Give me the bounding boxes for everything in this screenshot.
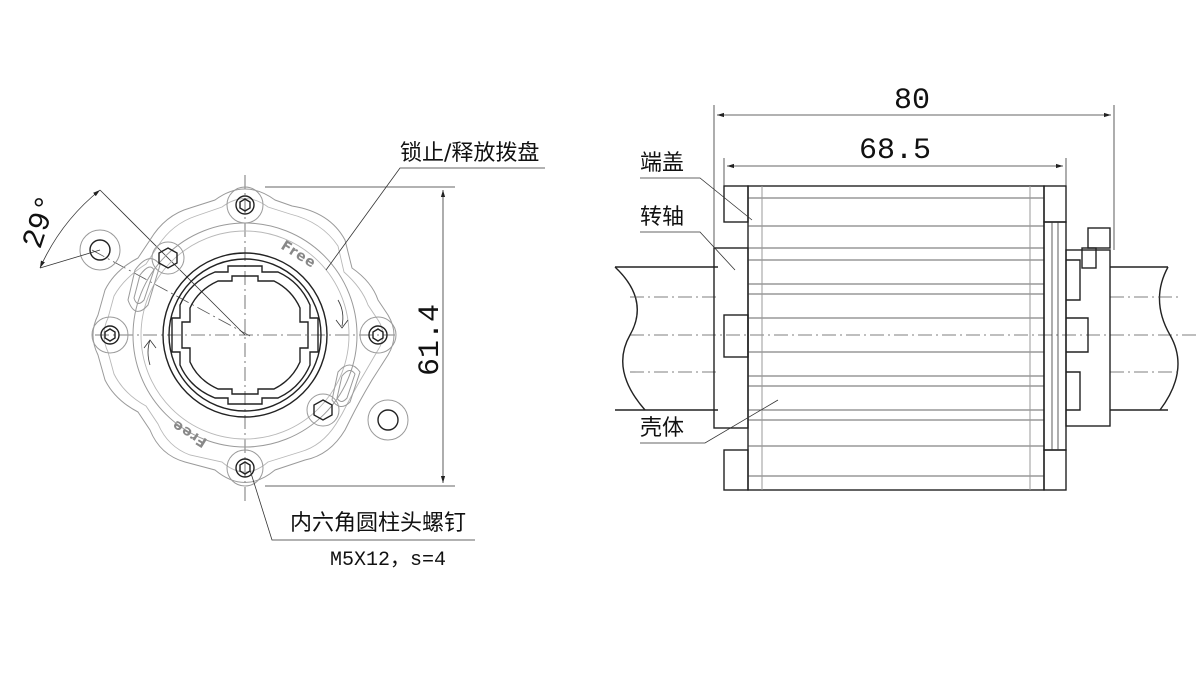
housing-ribs bbox=[748, 186, 1044, 490]
dial-ring-inner bbox=[168, 258, 322, 412]
angle-dimension-arc bbox=[39, 189, 101, 269]
right-mechanism bbox=[1043, 221, 1111, 451]
lock-dial-leader bbox=[325, 167, 545, 271]
end-cap-label: 端盖 bbox=[640, 151, 684, 176]
right-slot-inner bbox=[336, 370, 356, 402]
hole-lower-right bbox=[367, 399, 409, 441]
dial-ring bbox=[162, 252, 328, 418]
arrow-head-left bbox=[143, 339, 157, 349]
bore-keyway-outline bbox=[171, 265, 319, 405]
arrow-head-right bbox=[335, 319, 349, 329]
shaft-label: 转轴 bbox=[640, 205, 684, 230]
screw-label: 内六角圆柱头螺钉 bbox=[290, 511, 466, 536]
left-slot bbox=[127, 258, 161, 312]
direction-arrow-left bbox=[147, 339, 151, 366]
left-shaft-break bbox=[614, 266, 646, 411]
free-marking-bottom: Free bbox=[169, 416, 210, 450]
housing-body bbox=[747, 185, 1045, 491]
end-cap-top-left bbox=[723, 185, 749, 223]
screw-leader bbox=[249, 469, 475, 541]
housing-label: 壳体 bbox=[640, 416, 684, 441]
direction-arrow-right bbox=[337, 299, 344, 327]
dim80-text: 80 bbox=[894, 84, 930, 118]
screw-hole-left bbox=[91, 316, 129, 354]
end-cap-bottom-right bbox=[1043, 449, 1067, 491]
left-flange-boss bbox=[723, 314, 749, 358]
flange-inner-outline bbox=[103, 198, 384, 473]
lock-dial-label: 锁止/释放拨盘 bbox=[400, 141, 539, 166]
angle-extension-line bbox=[39, 249, 101, 269]
screw-hole-bottom bbox=[226, 449, 264, 487]
right-shaft-break bbox=[1158, 266, 1179, 411]
angle-reference-line bbox=[99, 189, 246, 336]
bore-inner-outline bbox=[181, 275, 309, 395]
screw-hole-top bbox=[226, 186, 264, 224]
angle-dimension-text: 29° bbox=[17, 191, 66, 253]
shaft-leader bbox=[640, 231, 736, 271]
right-slot bbox=[331, 364, 361, 407]
height-dimension-text: 61.4 bbox=[414, 304, 448, 376]
left-slot-inner bbox=[133, 266, 155, 304]
end-cap-bottom-left bbox=[723, 449, 749, 491]
dim685-text: 68.5 bbox=[859, 134, 931, 168]
screw-hole-right bbox=[359, 316, 397, 354]
flange-outline bbox=[92, 188, 395, 483]
hex-boss-upper bbox=[151, 241, 185, 275]
end-cap-top-right bbox=[1043, 185, 1067, 223]
front-view: Free Free 29° 61.4 锁止/释放拨盘 内六角圆柱头螺钉 M5X1… bbox=[17, 141, 545, 572]
free-marking-top: Free bbox=[278, 238, 319, 272]
end-cap-leader bbox=[640, 177, 753, 221]
housing-leader bbox=[640, 399, 779, 444]
screw-spec-label: M5X12，s=4 bbox=[330, 549, 446, 572]
angled-centerline bbox=[91, 249, 251, 337]
side-view: 80 68.5 端盖 转轴 壳体 bbox=[614, 84, 1200, 491]
outer-ring-inner bbox=[140, 230, 350, 440]
left-flange-plate bbox=[713, 247, 749, 429]
hex-boss-lower bbox=[306, 393, 340, 427]
